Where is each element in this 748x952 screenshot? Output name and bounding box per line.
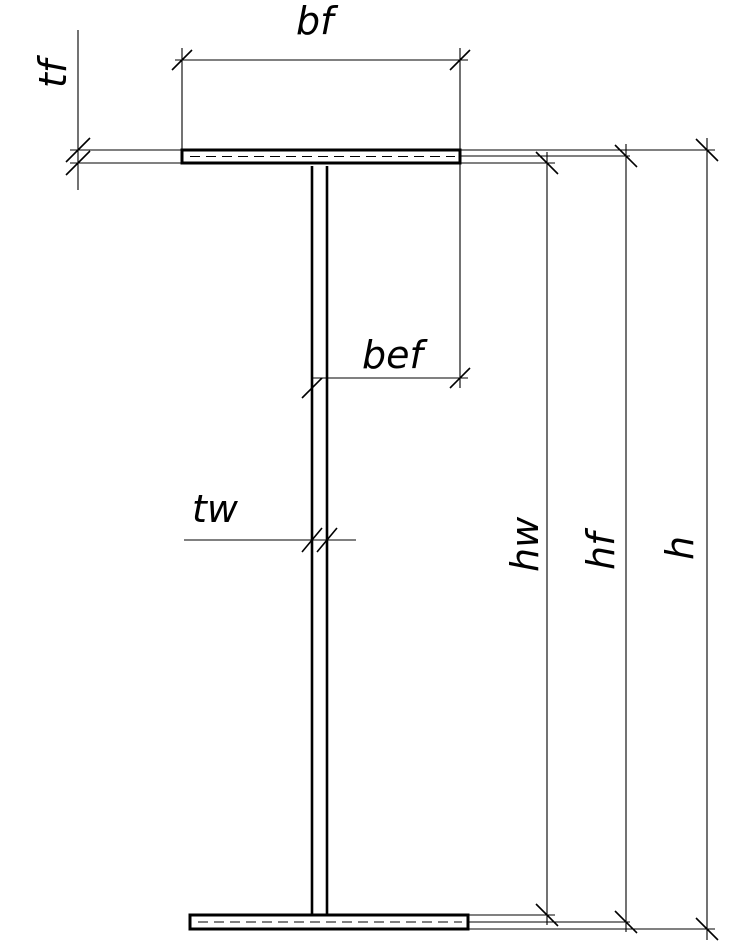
extension-lines: [460, 149, 715, 930]
h-label: h: [658, 536, 702, 560]
hf-label: hf: [579, 527, 623, 570]
hw-dimension: [535, 151, 559, 927]
hw-label: hw: [503, 516, 547, 572]
tw-label: tw: [192, 487, 239, 531]
bef-dimension: [301, 163, 471, 399]
bef-label: bef: [362, 333, 429, 377]
h-dimension: [695, 138, 719, 941]
top-flange: [180, 148, 462, 165]
tf-label: tf: [31, 54, 75, 88]
tw-dimension: [184, 527, 356, 553]
tf-dimension: [65, 30, 182, 190]
bf-label: bf: [296, 0, 339, 43]
hf-dimension: [614, 144, 638, 934]
bottom-flange: [188, 913, 470, 931]
bf-dimension: [171, 48, 471, 150]
